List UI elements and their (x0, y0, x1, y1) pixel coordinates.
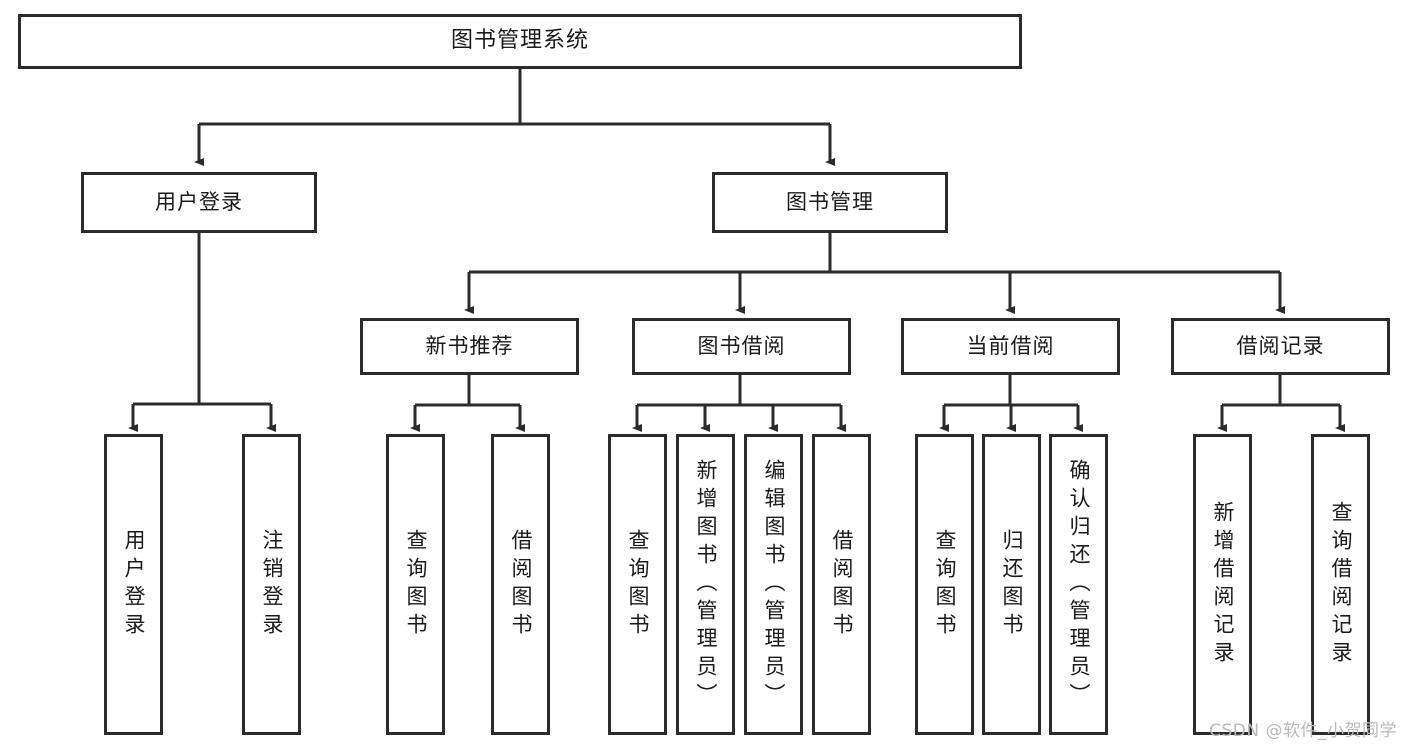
node-label: 新书推荐 (425, 333, 514, 358)
node-label: 当前借阅 (966, 333, 1055, 358)
node-label: 图书管理系统 (450, 28, 589, 54)
node-borrow-record[interactable]: 借阅记录 (1171, 318, 1390, 375)
node-leaf-user-login[interactable]: 用户登录 (104, 434, 163, 735)
node-root-system[interactable]: 图书管理系统 (18, 14, 1022, 69)
node-label: 用户登录 (155, 189, 243, 214)
node-label: 查询图书 (933, 528, 958, 641)
node-user-login[interactable]: 用户登录 (81, 172, 317, 233)
node-leaf-query-book-2[interactable]: 查询图书 (608, 434, 667, 735)
node-book-management[interactable]: 图书管理 (712, 172, 948, 233)
node-leaf-confirm-return[interactable]: 确认归还（管理员） (1049, 434, 1108, 735)
node-leaf-query-record[interactable]: 查询借阅记录 (1311, 434, 1370, 735)
node-new-book-recommend[interactable]: 新书推荐 (360, 318, 579, 375)
node-leaf-add-book[interactable]: 新增图书（管理员） (676, 434, 735, 735)
node-label: 新增图书（管理员） (694, 458, 719, 711)
node-label: 借阅图书 (509, 528, 534, 641)
node-leaf-add-record[interactable]: 新增借阅记录 (1193, 434, 1252, 735)
node-label: 归还图书 (1000, 528, 1025, 641)
node-label: 确认归还（管理员） (1067, 458, 1092, 711)
node-label: 借阅记录 (1236, 333, 1325, 358)
node-book-borrow[interactable]: 图书借阅 (632, 318, 851, 375)
node-label: 图书管理 (786, 189, 874, 214)
node-label: 查询借阅记录 (1329, 500, 1354, 669)
node-label: 图书借阅 (697, 333, 786, 358)
node-current-borrow[interactable]: 当前借阅 (901, 318, 1120, 375)
node-label: 编辑图书（管理员） (762, 458, 787, 711)
node-label: 用户登录 (122, 528, 147, 641)
node-leaf-query-book-3[interactable]: 查询图书 (915, 434, 974, 735)
node-label: 注销登录 (260, 528, 285, 641)
node-leaf-edit-book[interactable]: 编辑图书（管理员） (744, 434, 803, 735)
node-leaf-borrow-book-1[interactable]: 借阅图书 (491, 434, 550, 735)
node-label: 查询图书 (404, 528, 429, 641)
node-leaf-query-book-1[interactable]: 查询图书 (386, 434, 445, 735)
node-label: 查询图书 (626, 528, 651, 641)
node-label: 新增借阅记录 (1211, 500, 1236, 669)
watermark-text: CSDN @软件_小贺同学 (1209, 721, 1397, 741)
node-leaf-return-book[interactable]: 归还图书 (982, 434, 1041, 735)
node-leaf-logout-login[interactable]: 注销登录 (242, 434, 301, 735)
node-leaf-borrow-book-2[interactable]: 借阅图书 (812, 434, 871, 735)
node-label: 借阅图书 (830, 528, 855, 641)
